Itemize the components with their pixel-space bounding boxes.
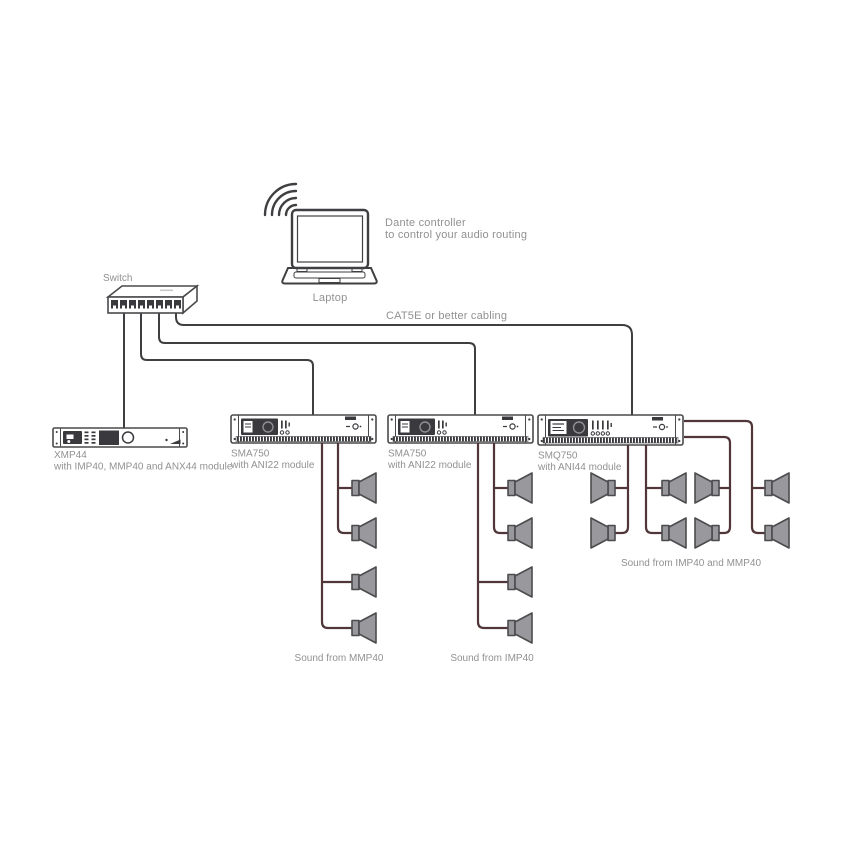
switch-ports bbox=[111, 300, 181, 309]
speaker-icon bbox=[351, 472, 377, 504]
smq750-power-icon bbox=[658, 423, 666, 431]
controller-note-line1: Dante controller bbox=[385, 217, 466, 229]
switch-port bbox=[111, 300, 118, 309]
speaker-cable bbox=[320, 443, 352, 630]
switch-port bbox=[165, 300, 172, 309]
sma750-left-vent-grille bbox=[235, 436, 372, 442]
speaker-icon bbox=[764, 472, 790, 504]
sma750-mid-name: SMA750 bbox=[388, 449, 427, 460]
smq750-channel-knob bbox=[600, 431, 605, 436]
speaker-cable bbox=[615, 445, 630, 535]
sma750-left-power-icon bbox=[352, 423, 359, 430]
speaker-icon bbox=[507, 517, 533, 549]
speaker-icon bbox=[661, 517, 687, 549]
device-smq750 bbox=[537, 414, 684, 446]
switch-port bbox=[147, 300, 154, 309]
laptop-base bbox=[281, 267, 378, 285]
speaker-icon bbox=[507, 566, 533, 598]
sma750-left-channel-knob bbox=[285, 430, 290, 435]
sound-caption-left: Sound from MMP40 bbox=[295, 653, 384, 664]
speaker-icon bbox=[507, 472, 533, 504]
smq750-sub: with ANI44 module bbox=[537, 462, 622, 473]
sma750-left-volume-knob-icon bbox=[262, 421, 274, 433]
network-cables bbox=[123, 309, 633, 428]
device-xmp44 bbox=[52, 427, 188, 448]
speaker-icon bbox=[351, 517, 377, 549]
sma750-mid-channel-leds bbox=[438, 420, 447, 429]
speaker-icon bbox=[507, 612, 533, 644]
sma750-mid-vent-grille bbox=[392, 436, 529, 442]
switch-port bbox=[120, 300, 127, 309]
sma750-left-sub: with ANI22 module bbox=[230, 460, 315, 471]
controller-note: Dante controller to control your audio r… bbox=[385, 217, 527, 241]
sma750-left-logo bbox=[345, 416, 356, 420]
speaker-icon bbox=[351, 566, 377, 598]
smq750-name: SMQ750 bbox=[538, 451, 578, 462]
sma750-mid-power-icon bbox=[509, 423, 516, 430]
sma750-mid-channel-knob bbox=[436, 430, 442, 435]
speaker-cable bbox=[336, 443, 352, 535]
speaker-icon bbox=[661, 472, 687, 504]
controller-note-line2: to control your audio routing bbox=[385, 229, 527, 241]
device-sma750-left bbox=[230, 414, 377, 444]
sound-caption-mid: Sound from IMP40 bbox=[450, 653, 534, 664]
sma750-mid-sub: with ANI22 module bbox=[387, 460, 472, 471]
smq750-channel-knob bbox=[595, 431, 600, 436]
cabling-label: CAT5E or better cabling bbox=[386, 310, 507, 322]
xmp44-display-icon bbox=[66, 434, 74, 439]
xmp44-sub: with IMP40, MMP40 and ANX44 module bbox=[53, 462, 233, 473]
speaker-cable bbox=[684, 435, 732, 535]
switch-print bbox=[160, 289, 173, 292]
speaker-icon bbox=[590, 517, 616, 549]
speaker-cables bbox=[320, 419, 765, 630]
xmp44-blank-panel bbox=[99, 430, 119, 445]
laptop bbox=[281, 208, 378, 285]
wifi-icon bbox=[263, 182, 298, 217]
sma750-left-name: SMA750 bbox=[231, 449, 270, 460]
sma750-mid-logo bbox=[502, 416, 513, 420]
network-switch bbox=[105, 284, 200, 315]
speaker-icon bbox=[694, 517, 720, 549]
smq750-channel-knob bbox=[590, 431, 595, 436]
sma750-mid-channel-knob bbox=[442, 430, 447, 435]
speakers bbox=[351, 472, 790, 644]
xmp44-power-wedge bbox=[170, 439, 181, 444]
switch-port bbox=[156, 300, 163, 309]
xmp44-name: XMP44 bbox=[54, 450, 87, 461]
xmp44-module-slots bbox=[84, 431, 96, 444]
switch-port bbox=[174, 300, 181, 309]
laptop-label: Laptop bbox=[313, 292, 348, 304]
device-sma750-mid bbox=[387, 414, 534, 444]
speaker-cable bbox=[644, 445, 662, 535]
switch-port bbox=[129, 300, 136, 309]
network-cable-to-sma750-left bbox=[140, 309, 314, 415]
speaker-icon bbox=[590, 472, 616, 504]
smq750-volume-knob-icon bbox=[572, 421, 586, 434]
switch-label: Switch bbox=[103, 273, 132, 284]
sound-caption-right: Sound from IMP40 and MMP40 bbox=[621, 558, 762, 569]
smq750-logo bbox=[652, 417, 663, 421]
speaker-icon bbox=[351, 612, 377, 644]
smq750-channel-leds bbox=[592, 420, 612, 430]
sma750-mid-volume-knob-icon bbox=[419, 421, 431, 433]
switch-top-face bbox=[105, 285, 200, 298]
smq750-vent-grille bbox=[542, 437, 679, 444]
speaker-cable bbox=[492, 443, 508, 535]
sma750-left-channel-leds bbox=[281, 420, 290, 429]
speaker-icon bbox=[694, 472, 720, 504]
speaker-cable bbox=[476, 443, 508, 630]
speaker-cable bbox=[684, 419, 765, 535]
network-cable-to-sma750-mid bbox=[158, 309, 476, 415]
switch-port bbox=[138, 300, 145, 309]
speaker-icon bbox=[764, 517, 790, 549]
sma750-left-channel-knob bbox=[279, 430, 285, 435]
network-cable-to-smq750 bbox=[175, 309, 633, 415]
xmp44-volume-knob-icon bbox=[121, 431, 135, 444]
smq750-channel-knob bbox=[605, 431, 610, 436]
laptop-display bbox=[296, 215, 364, 263]
laptop-trackpad bbox=[318, 278, 341, 283]
